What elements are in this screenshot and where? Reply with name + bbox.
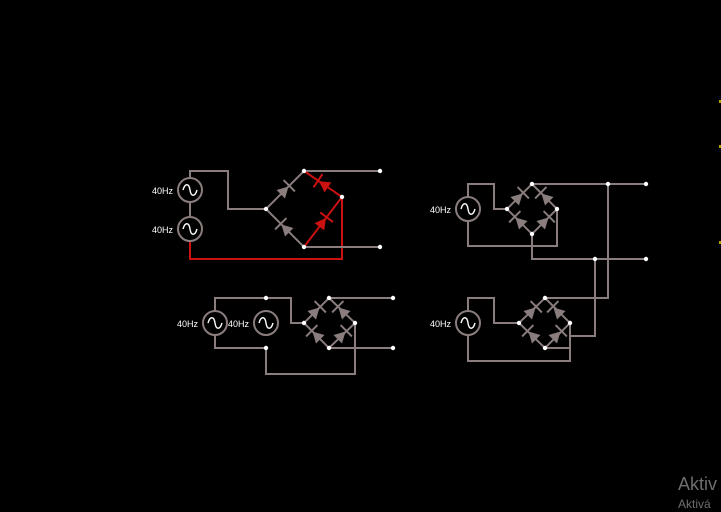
ac-source-icon[interactable] [455, 310, 481, 336]
source-label: 40Hz [177, 319, 199, 329]
node[interactable] [326, 345, 332, 351]
node[interactable] [263, 206, 269, 212]
ac-source-icon[interactable] [455, 196, 481, 222]
node[interactable] [326, 295, 332, 301]
node[interactable] [554, 206, 560, 212]
wire[interactable] [467, 322, 571, 362]
source-label: 40Hz [430, 319, 452, 329]
wire[interactable] [214, 297, 267, 312]
activation-watermark-subtitle: Aktivá [678, 497, 711, 511]
node[interactable] [567, 320, 573, 326]
node[interactable] [529, 231, 535, 237]
wire[interactable] [531, 233, 647, 260]
ac-source-icon[interactable] [202, 310, 228, 336]
source-label: 40Hz [152, 225, 174, 235]
source-label: 40Hz [430, 205, 452, 215]
wire[interactable] [265, 297, 305, 324]
node[interactable] [377, 244, 383, 250]
node[interactable] [352, 320, 358, 326]
diode-active[interactable] [312, 211, 334, 233]
wire[interactable] [531, 183, 609, 299]
source-label: 40Hz [152, 186, 174, 196]
node[interactable] [504, 206, 510, 212]
node[interactable] [542, 345, 548, 351]
node[interactable] [377, 168, 383, 174]
edge-marker [719, 100, 721, 103]
diode-active[interactable] [313, 173, 333, 195]
wire[interactable] [467, 183, 508, 210]
ac-source-icon[interactable] [177, 177, 203, 203]
node[interactable] [263, 295, 269, 301]
node[interactable] [592, 256, 598, 262]
node[interactable] [263, 345, 269, 351]
node[interactable] [301, 168, 307, 174]
edge-marker [719, 241, 721, 244]
node[interactable] [301, 244, 307, 250]
node[interactable] [301, 320, 307, 326]
node[interactable] [643, 256, 649, 262]
node[interactable] [542, 295, 548, 301]
node[interactable] [339, 194, 345, 200]
node[interactable] [390, 295, 396, 301]
circuit-4: 40Hz [430, 295, 584, 362]
wire[interactable] [189, 170, 267, 210]
source-label: 40Hz [228, 319, 250, 329]
circuit-2: 40Hz [430, 181, 649, 337]
edge-marker [719, 145, 721, 148]
ac-source-icon[interactable] [253, 310, 279, 336]
circuit-3: 40Hz 40Hz [177, 295, 396, 375]
wire[interactable] [467, 297, 520, 324]
node[interactable] [643, 181, 649, 187]
node[interactable] [390, 345, 396, 351]
node[interactable] [605, 181, 611, 187]
wire[interactable] [569, 258, 596, 337]
node[interactable] [516, 320, 522, 326]
circuit-1: 40Hz 40Hz [152, 168, 383, 260]
activation-watermark-title: Aktiv [678, 474, 718, 494]
node[interactable] [529, 181, 535, 187]
wire[interactable] [214, 335, 267, 349]
wire[interactable] [467, 208, 558, 247]
ac-source-icon[interactable] [177, 216, 203, 242]
wire[interactable] [189, 196, 343, 260]
